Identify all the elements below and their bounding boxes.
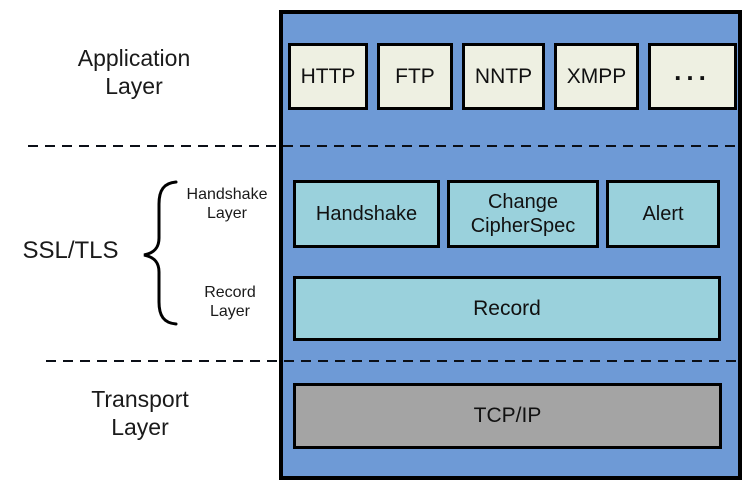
transport-layer-label: Transport Layer: [91, 386, 189, 440]
handshake-sublayer-row: Handshake Change CipherSpec Alert: [293, 180, 720, 248]
application-layer-label: Application Layer: [77, 45, 191, 99]
protocol-box-handshake: Handshake: [293, 180, 440, 248]
application-protocols-row: HTTP FTP NNTP XMPP ...: [288, 43, 737, 110]
ellipsis-text: ...: [674, 56, 711, 86]
protocol-box-alert: Alert: [606, 180, 720, 248]
ssl-tls-label: SSL/TLS: [22, 237, 119, 264]
handshake-sublayer-label: Handshake Layer: [186, 186, 268, 222]
protocol-box-ellipsis: ...: [648, 43, 737, 110]
protocol-box-nntp: NNTP: [462, 43, 545, 110]
protocol-box-change-cipherspec: Change CipherSpec: [447, 180, 599, 248]
application-ssl-divider-line: [28, 145, 741, 147]
protocol-stack-panel: HTTP FTP NNTP XMPP ... Handshake Change …: [279, 10, 742, 480]
protocol-box-record: Record: [293, 276, 721, 341]
ssl-tls-brace: [143, 180, 178, 326]
protocol-box-ftp: FTP: [377, 43, 453, 110]
protocol-box-xmpp: XMPP: [554, 43, 639, 110]
protocol-box-http: HTTP: [288, 43, 368, 110]
record-sublayer-label: Record Layer: [204, 284, 256, 320]
ssl-transport-divider-line: [46, 360, 741, 362]
protocol-box-tcp-ip: TCP/IP: [293, 383, 722, 449]
